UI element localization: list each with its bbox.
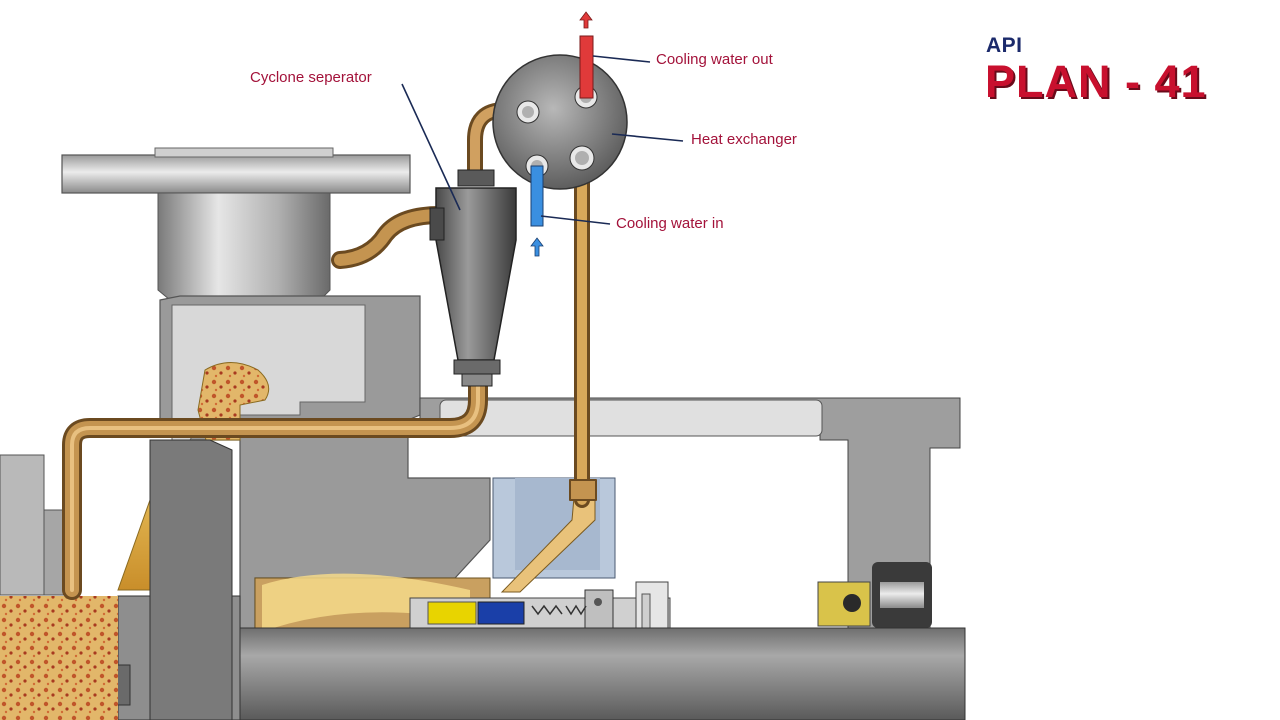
label-cooling-water-in: Cooling water in xyxy=(616,215,724,232)
shaft-impeller xyxy=(0,439,966,720)
label-heat-exchanger: Heat exchanger xyxy=(691,131,797,148)
title-api-prefix: API xyxy=(986,34,1023,57)
label-cyclone-separator: Cyclone seperator xyxy=(250,69,372,86)
plan-41-piping xyxy=(62,102,597,600)
heat-exchanger xyxy=(492,54,628,190)
callout-leader-lines xyxy=(401,55,684,225)
arrow-up-red-icon xyxy=(579,11,593,29)
cooling-water-out-pipe xyxy=(579,35,594,99)
cyclone-separator xyxy=(429,169,517,387)
cooling-water-in-pipe xyxy=(530,165,544,227)
title-plan-number: PLAN - 41 xyxy=(985,56,1207,107)
label-cooling-water-out: Cooling water out xyxy=(656,51,773,68)
arrow-up-blue-icon xyxy=(530,237,544,257)
